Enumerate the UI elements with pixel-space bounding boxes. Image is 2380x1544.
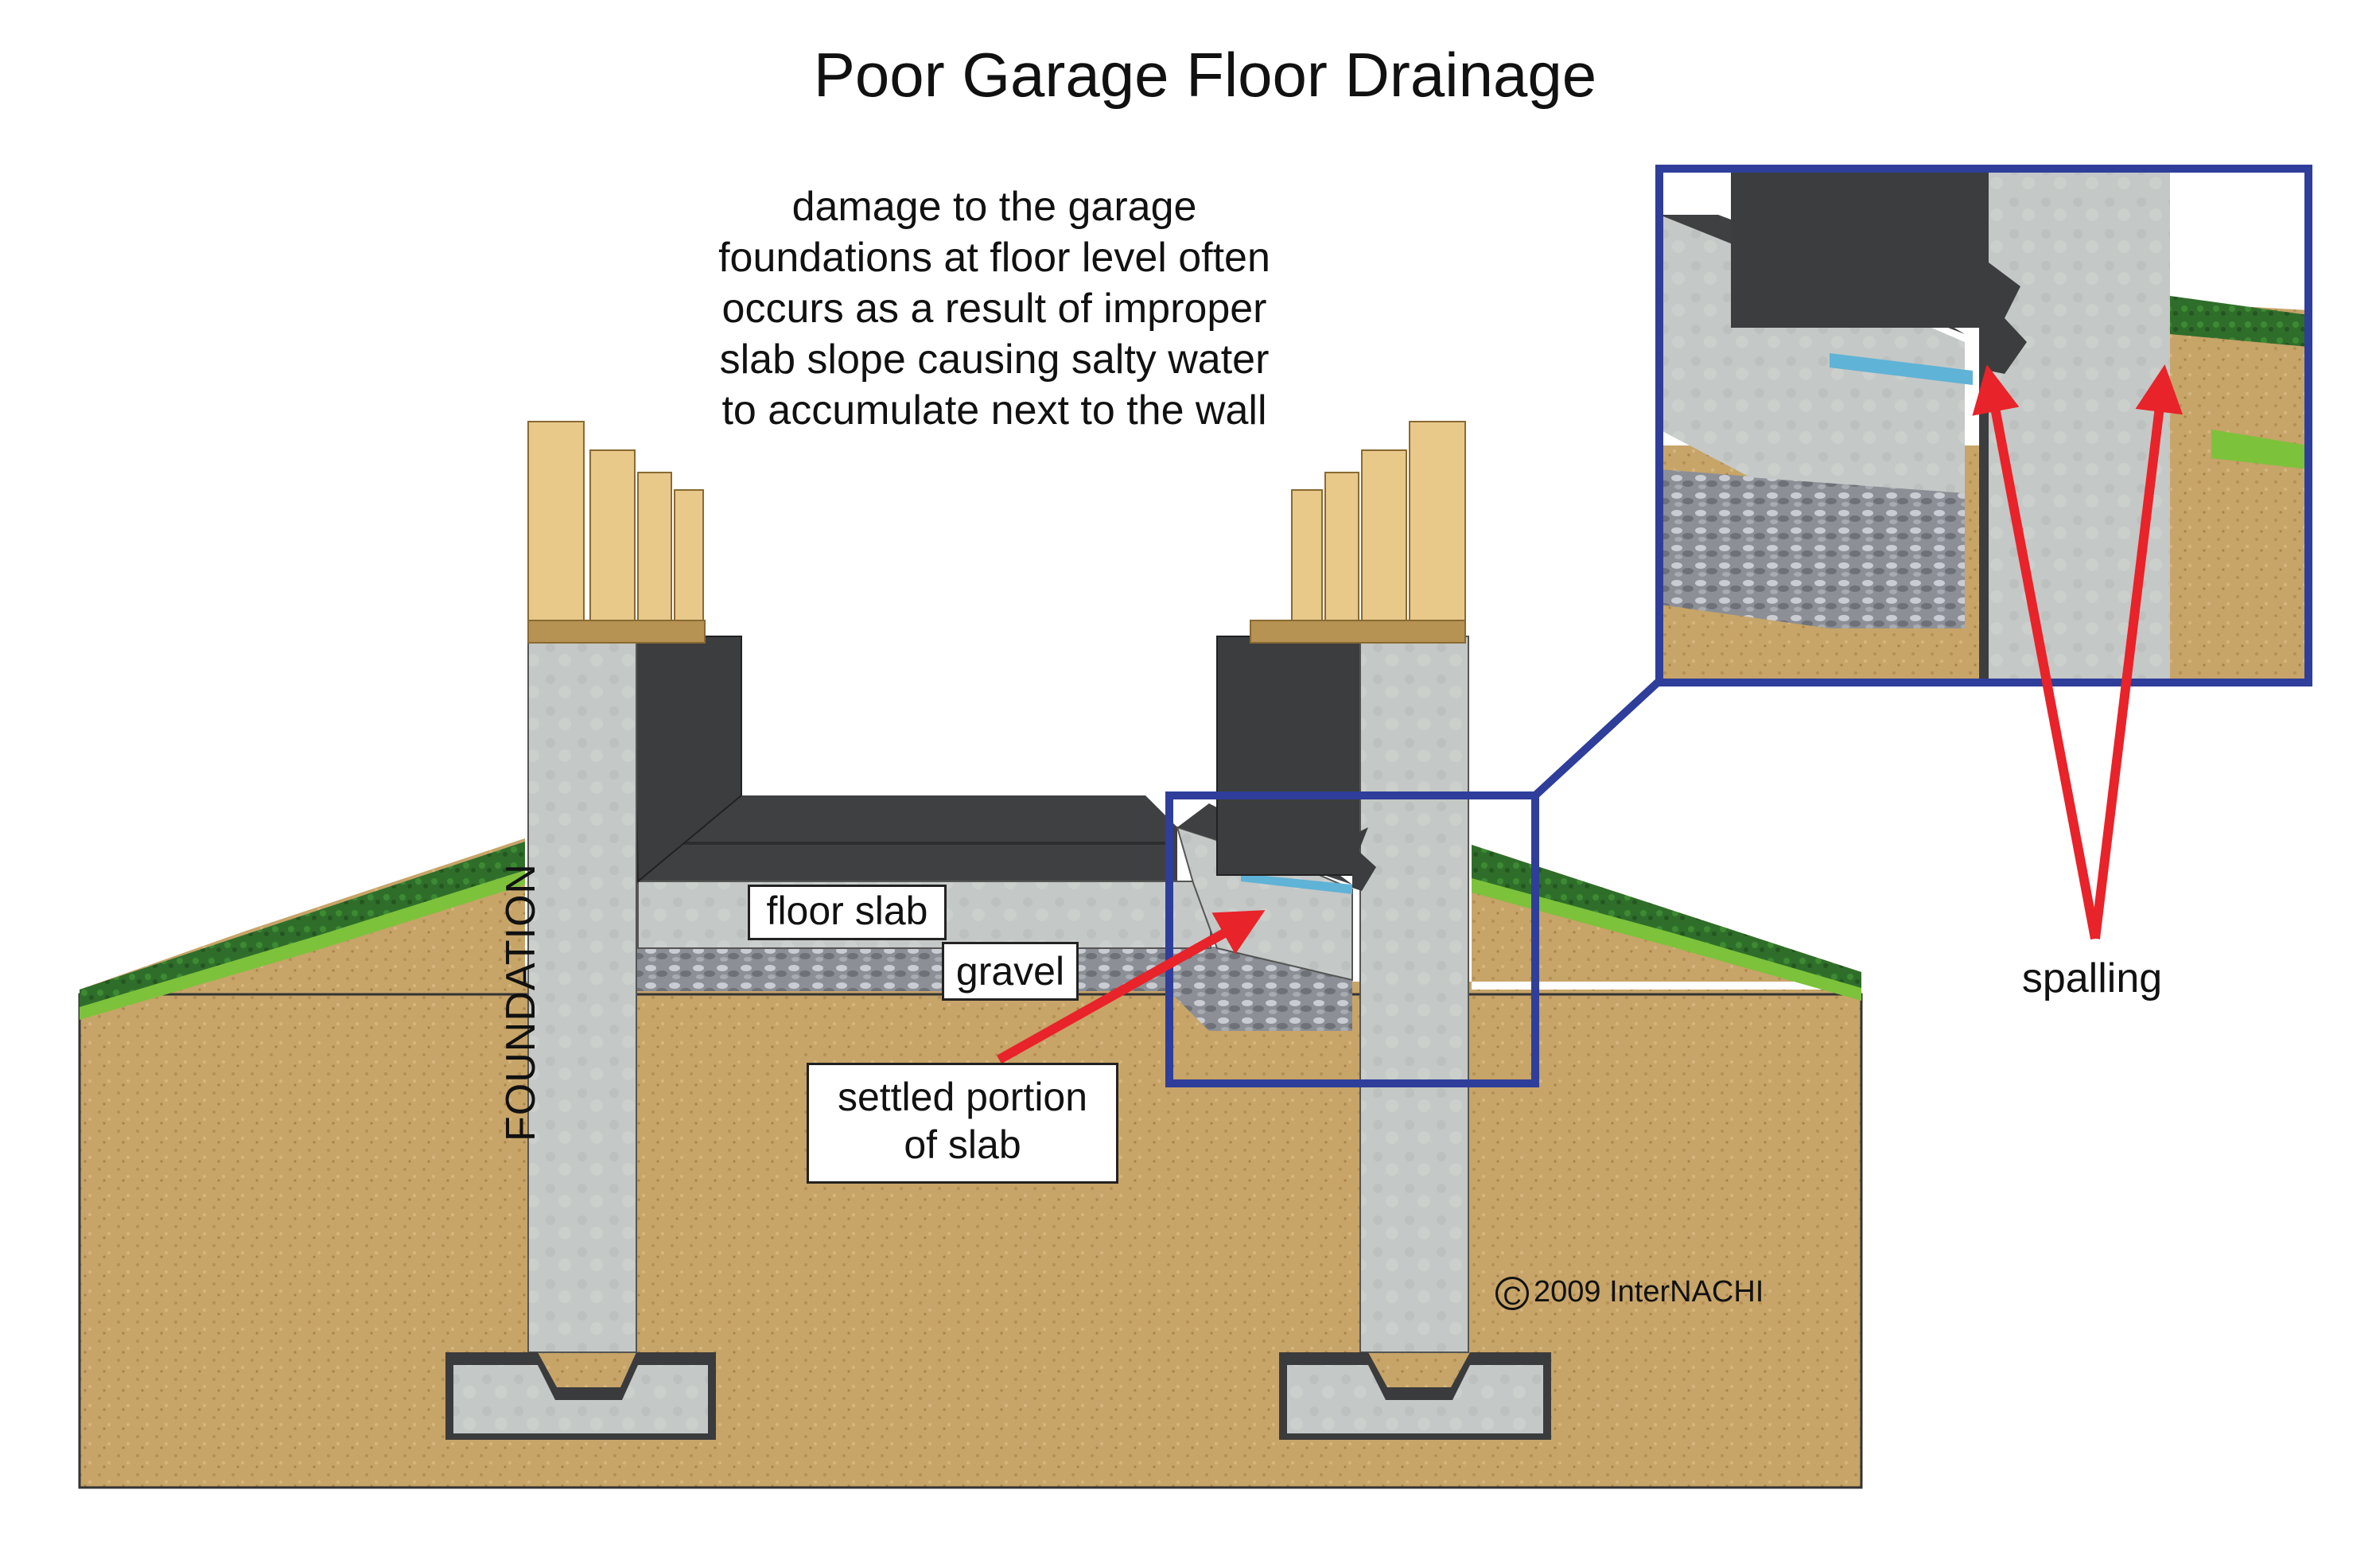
foundation-wall-right [1279,636,1551,1440]
arrow-spalling-2 [2090,364,2184,939]
arrow-spalling-1 [1972,364,2100,940]
spalling-damage [1352,827,1376,891]
spalling-label: spalling [2021,955,2163,1001]
zoom-inset-frame [1655,165,2312,686]
floor-slab-label: floor slab [748,885,947,940]
description-text: damage to the garage foundations at floo… [620,181,1368,436]
diagram-title: Poor Garage Floor Drainage [813,40,1597,110]
copyright-icon: C [1495,1276,1529,1310]
arrow-settled [997,910,1266,1064]
grass-right [1472,845,1861,1001]
description-line: to accumulate next to the wall [721,387,1267,434]
foundation-label: FOUNDATION [498,863,544,1141]
description-line: slab slope causing salty water [719,336,1270,383]
description-line: occurs as a result of improper [721,286,1267,332]
grass-left [80,842,525,1020]
zoom-inset [1659,169,2308,683]
lumber-left [527,421,706,644]
callout-box-small [1165,791,1539,1087]
interior-wall-right [1216,636,1361,876]
settled-slab-label: settled portion of slab [807,1063,1118,1184]
salty-water [1241,873,1352,894]
settled-label-line: of slab [904,1122,1021,1167]
copyright-text: 2009 InterNACHI [1534,1275,1764,1309]
callout-connector-top [1532,678,1662,799]
description-line: damage to the garage [791,184,1197,230]
description-line: foundations at floor level often [718,235,1270,281]
lumber-right [1250,421,1466,644]
settled-label-line: settled portion [837,1075,1088,1119]
gravel-label: gravel [942,942,1079,1001]
